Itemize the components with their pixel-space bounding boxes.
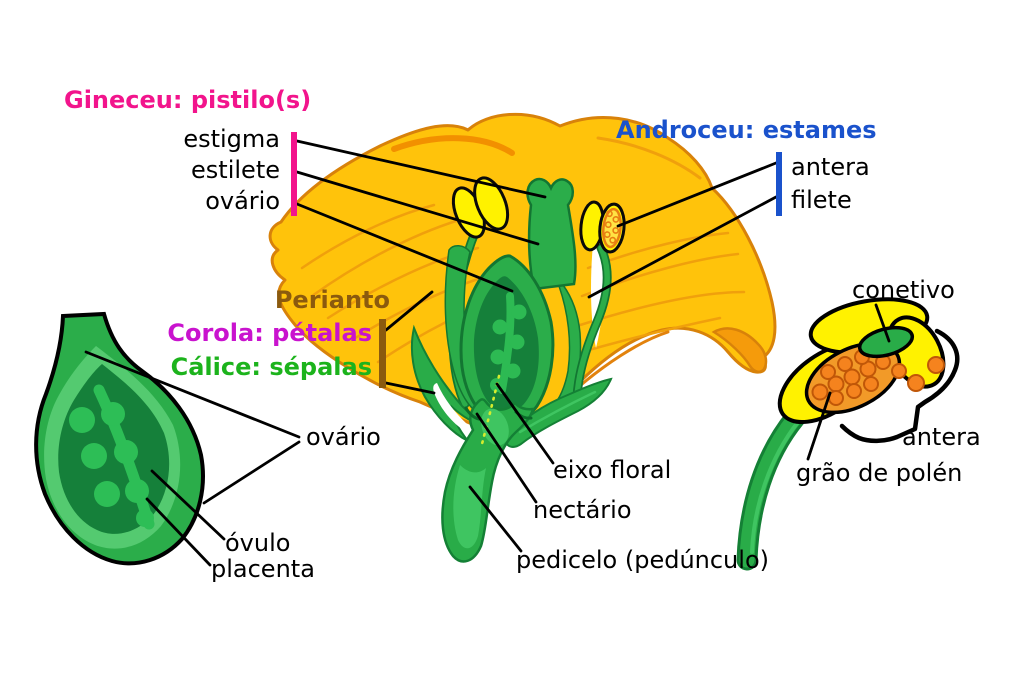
pollen-grains bbox=[811, 349, 945, 406]
sepal-left bbox=[410, 324, 484, 442]
label-ovario-flower: ovário bbox=[205, 187, 280, 215]
perianto-bracket-bar bbox=[379, 319, 386, 388]
label-grao-de-polen: grão de polén bbox=[796, 459, 963, 487]
label-eixo-floral: eixo floral bbox=[553, 456, 672, 484]
label-conetivo: conetivo bbox=[852, 276, 955, 304]
gineceu-bracket-bar bbox=[291, 132, 297, 216]
androceu-title: Androceu: estames bbox=[616, 116, 877, 144]
pistil bbox=[444, 177, 582, 424]
label-nectario: nectário bbox=[533, 496, 632, 524]
gineceu-title: Gineceu: pistilo(s) bbox=[64, 86, 312, 114]
label-antera-inset: antera bbox=[902, 423, 981, 451]
right-filament bbox=[572, 243, 612, 403]
label-antera-flower: antera bbox=[791, 153, 870, 181]
calyx-and-pedicel bbox=[410, 324, 613, 563]
label-estilete: estilete bbox=[191, 156, 280, 184]
label-placenta: placenta bbox=[211, 555, 315, 583]
leader-lines bbox=[84, 139, 891, 567]
perianto-title: Perianto bbox=[274, 286, 390, 314]
label-pedicelo: pedicelo (pedúnculo) bbox=[516, 546, 769, 574]
right-anther bbox=[579, 200, 626, 254]
label-ovulo: óvulo bbox=[225, 529, 291, 557]
corola-label: Corola: pétalas bbox=[167, 319, 372, 347]
label-filete: filete bbox=[791, 186, 852, 214]
connective-tissue bbox=[857, 325, 915, 359]
label-ovario-inset: ovário bbox=[306, 423, 381, 451]
anther-inset-artwork bbox=[736, 297, 960, 571]
gineceu-parts: estigma estilete ovário bbox=[90, 124, 280, 217]
anther-callout-bracket bbox=[839, 328, 960, 444]
calice-label: Cálice: sépalas bbox=[170, 353, 372, 381]
androceu-bracket-bar bbox=[776, 152, 782, 216]
ovule-chain bbox=[490, 292, 527, 394]
androceu-parts: antera filete bbox=[791, 151, 870, 217]
label-estigma: estigma bbox=[183, 125, 280, 153]
ovule-chain-inset bbox=[69, 384, 155, 530]
